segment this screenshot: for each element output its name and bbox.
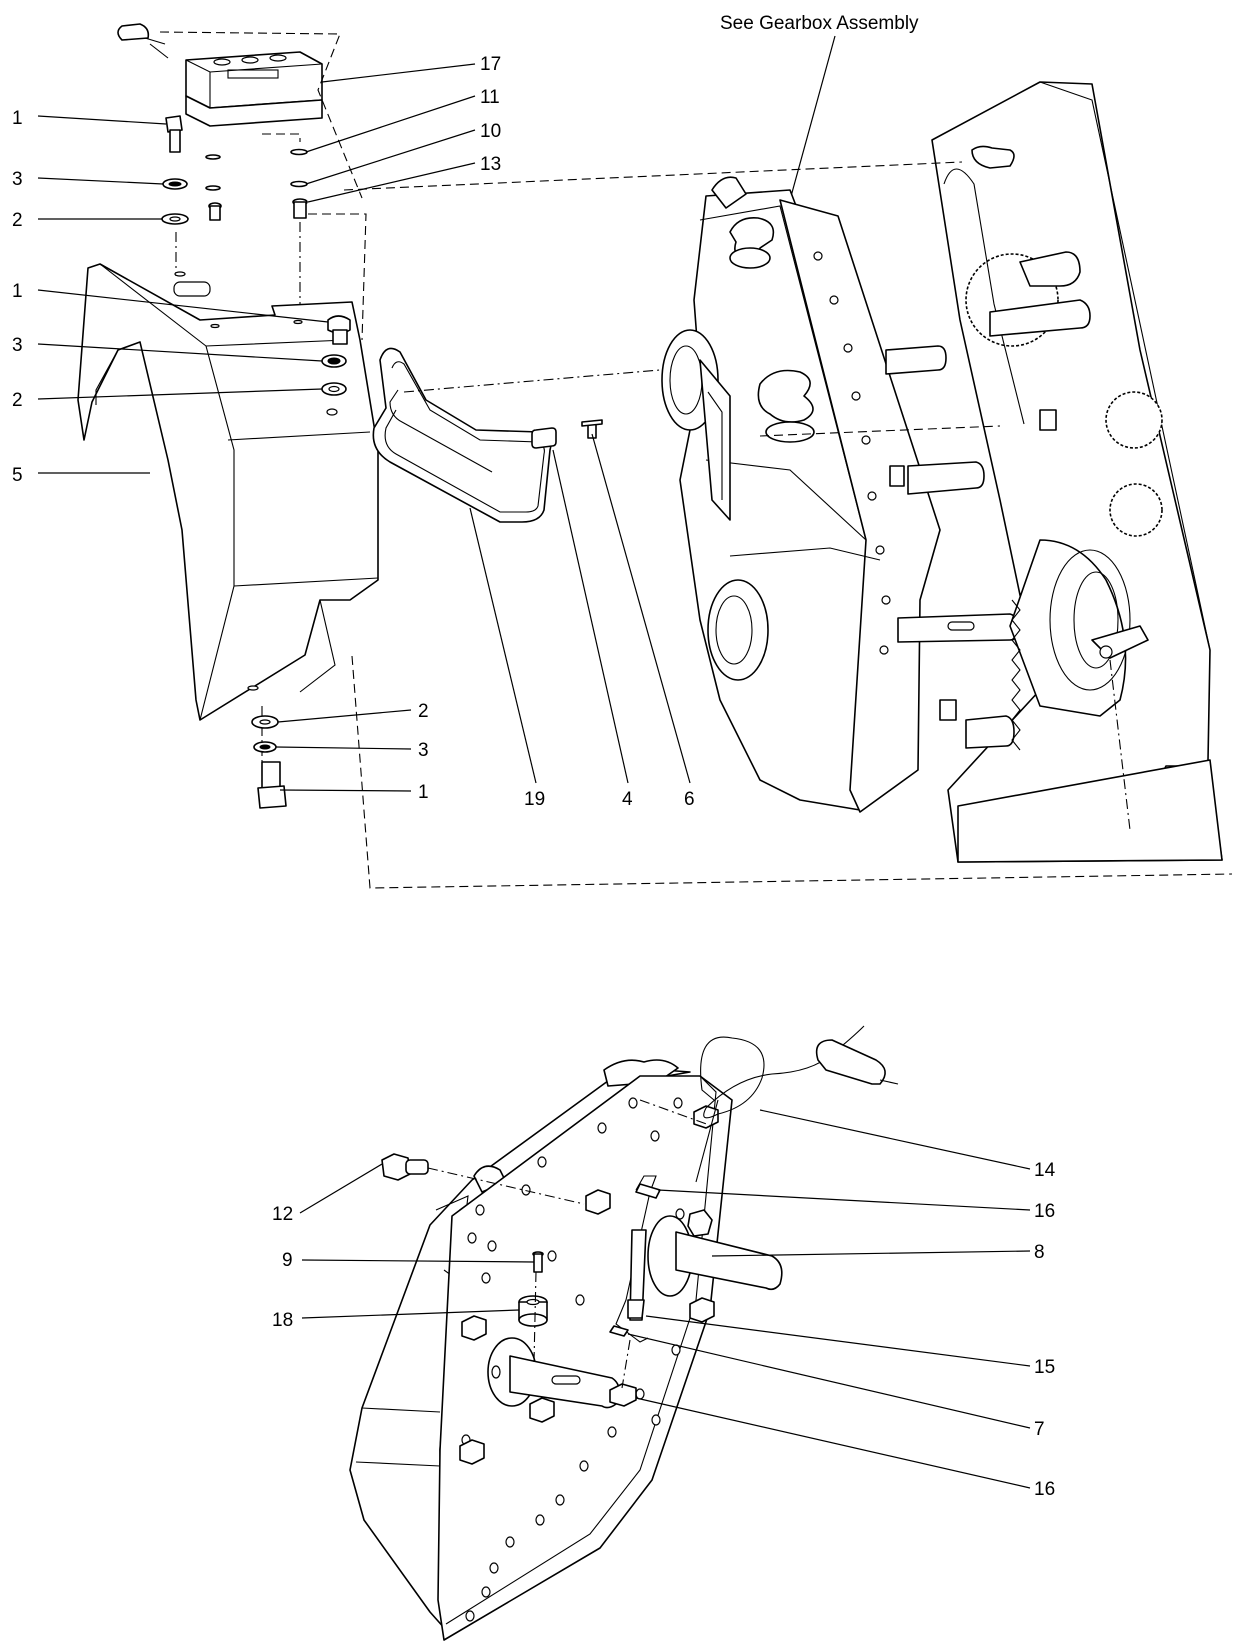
part-1-bolt-middle: [327, 315, 351, 345]
callout-2-middle: 2: [12, 390, 23, 411]
gearbox-reference-leader: [789, 35, 836, 201]
part-11-washer: [290, 148, 308, 156]
callout-5: 5: [12, 465, 23, 486]
part-3-lock-washer-upper: [162, 178, 188, 190]
small-washer-b: [205, 185, 221, 191]
callout-2-upper: 2: [12, 210, 23, 231]
callout-1-upper: 1: [12, 108, 23, 129]
callout-16-upper: 16: [1034, 1201, 1055, 1222]
callout-15: 15: [1034, 1357, 1055, 1378]
part-13-screw: [292, 198, 308, 219]
callout-9: 9: [282, 1250, 293, 1271]
part-1-bolt-upper: [165, 115, 183, 153]
callout-13: 13: [480, 154, 501, 175]
part-6-screw: [581, 419, 603, 439]
callout-17: 17: [480, 54, 501, 75]
callout-2-lower: 2: [418, 701, 429, 722]
part-10-washer: [290, 180, 308, 188]
callout-1-lower: 1: [418, 782, 429, 803]
callout-14: 14: [1034, 1160, 1056, 1181]
part-17-display-unit: [117, 23, 323, 127]
callout-11: 11: [480, 87, 500, 108]
callout-3-middle: 3: [12, 335, 23, 356]
callout-1-middle: 1: [12, 281, 23, 302]
callout-18: 18: [272, 1310, 293, 1331]
callout-16-lower: 16: [1034, 1479, 1055, 1500]
callout-4: 4: [622, 789, 633, 810]
assembly-path-shield: [351, 655, 1233, 889]
gearbox-assembly-reference-label: See Gearbox Assembly: [720, 13, 919, 34]
callout-10: 10: [480, 121, 501, 142]
gearbox-assembly: [661, 81, 1223, 863]
gearbox-rear-view: [349, 1025, 899, 1641]
callout-19: 19: [524, 789, 545, 810]
callout-8: 8: [1034, 1242, 1045, 1263]
callout-6: 6: [684, 789, 695, 810]
part-19-belt: [372, 347, 552, 523]
assembly-path-cable: [343, 161, 963, 191]
small-screw-left: [208, 202, 222, 221]
assembly-path-display: [159, 31, 363, 199]
small-washer-a: [205, 154, 221, 160]
callout-3-lower: 3: [418, 740, 429, 761]
part-4-spacer: [531, 427, 557, 449]
callout-3-upper: 3: [12, 169, 23, 190]
part-2-flat-washer-upper: [161, 213, 189, 225]
part-5-cover-shield: [77, 263, 379, 721]
callout-7: 7: [1034, 1419, 1045, 1440]
part-1-bolt-lower: [257, 761, 287, 809]
callout-12: 12: [272, 1204, 293, 1225]
